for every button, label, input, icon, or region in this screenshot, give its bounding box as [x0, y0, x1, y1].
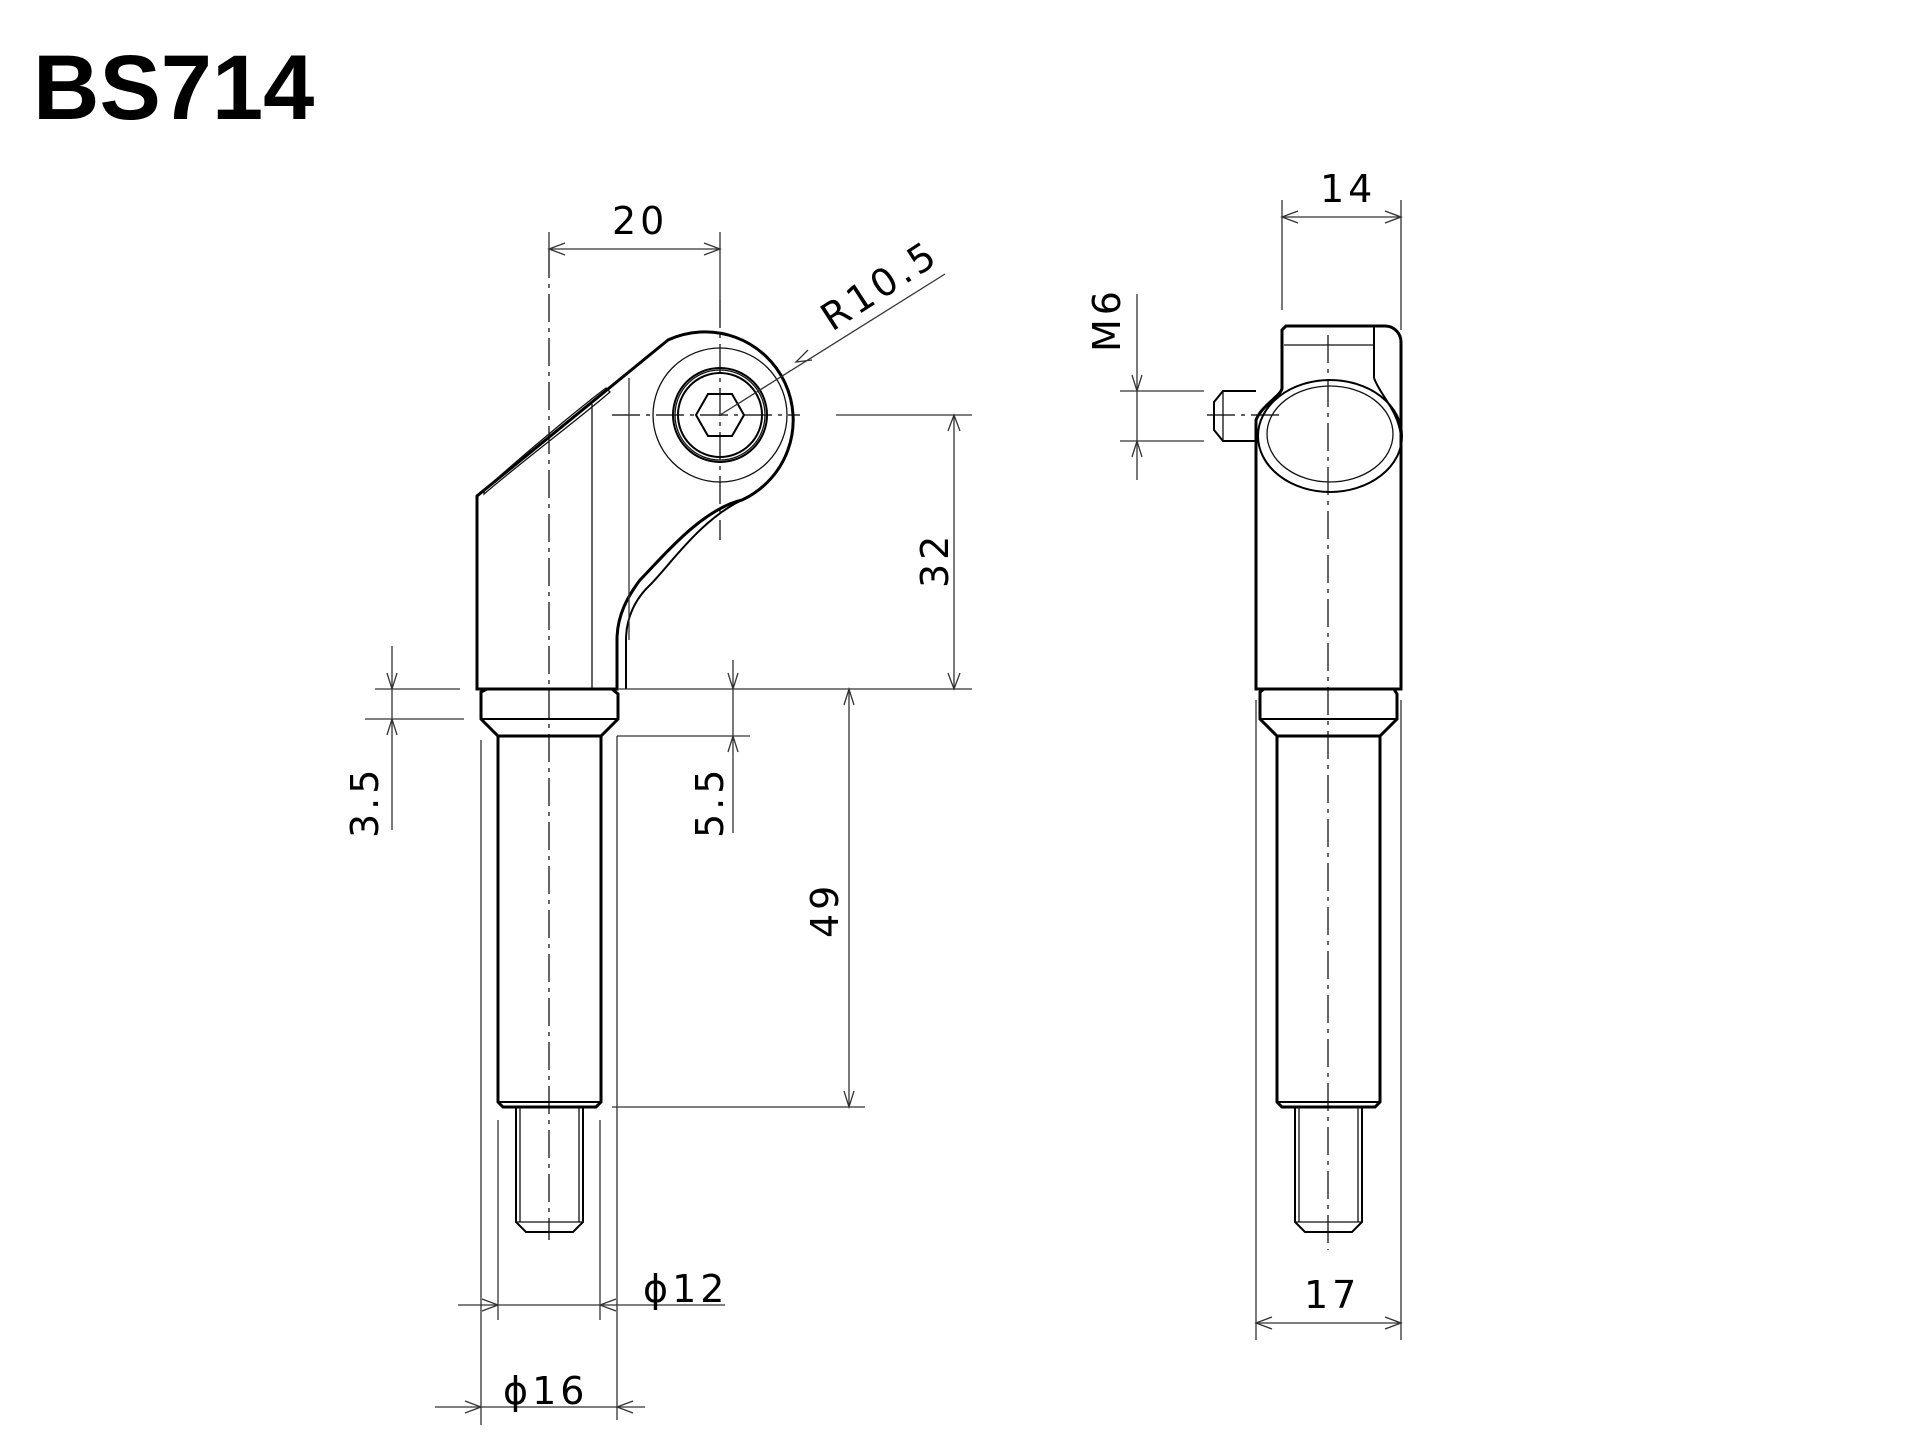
dim-14-label: 14: [1320, 167, 1376, 211]
dim-r10-5: R10.5: [719, 231, 947, 416]
top-chamfer-highlight: [483, 387, 611, 496]
part-number-title: BS714: [33, 37, 314, 139]
bracket-inner-edge: [625, 499, 743, 689]
washer-circle: [652, 347, 788, 483]
dim-m6-label: M6: [1085, 287, 1129, 352]
dim-3-5-label: 3.5: [343, 766, 387, 838]
dim-m6: M6: [1085, 287, 1204, 480]
clamp-head: [1254, 324, 1403, 691]
bore-inner: [1266, 385, 1394, 483]
bolt-head-ring: [674, 369, 766, 461]
hex-socket-icon: [694, 393, 746, 437]
dim-49-label: 49: [803, 882, 847, 938]
dim-5-5-label: 5.5: [688, 766, 732, 838]
bore-outer: [1257, 379, 1403, 493]
thread-stud: [515, 1107, 584, 1233]
front-view: 20 R10.5 32 3.5: [343, 199, 972, 1425]
side-view: 14 M6 17: [1085, 167, 1403, 1340]
dim-dia-12-label: ϕ12: [643, 1267, 728, 1311]
dim-20-label: 20: [612, 199, 668, 243]
dim-14: 14: [1280, 167, 1403, 330]
side-thread-stud: [1294, 1107, 1363, 1233]
dim-17-label: 17: [1304, 1273, 1360, 1317]
dim-dia-12: ϕ12: [458, 1120, 728, 1320]
dim-32-label: 32: [913, 532, 957, 588]
bolt-head-inner: [677, 372, 763, 458]
shaft: [496, 736, 603, 1109]
head-right-curve: [1373, 377, 1402, 437]
m6-stud: [1213, 390, 1256, 442]
dim-dia-16: ϕ16: [435, 740, 645, 1425]
bolt-head-outer: [672, 367, 768, 463]
dim-3-5: 3.5: [343, 646, 464, 838]
dim-20: 20: [547, 199, 722, 300]
dim-5-5: 5.5: [617, 660, 750, 838]
bracket-body-outline: [475, 330, 795, 691]
dim-32: 32: [618, 413, 972, 691]
dim-49: 49: [612, 686, 865, 1420]
dim-17: 17: [1254, 700, 1403, 1340]
side-shaft: [1275, 736, 1382, 1109]
dim-dia-16-label: ϕ16: [503, 1369, 588, 1413]
